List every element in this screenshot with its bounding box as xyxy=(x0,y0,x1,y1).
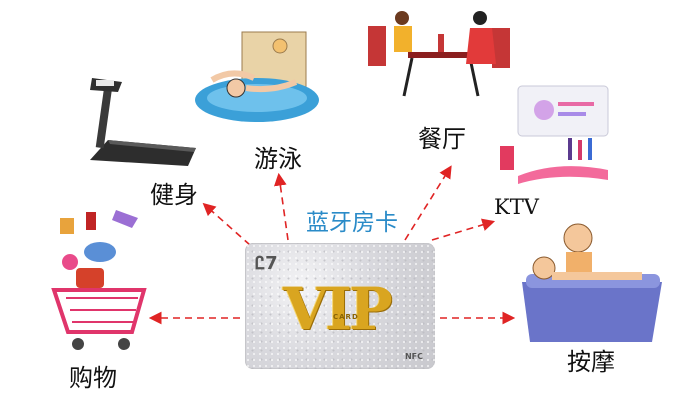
massage-illustration xyxy=(522,223,662,342)
card-vip-text: VIP xyxy=(283,275,393,343)
arrow-to-ktv xyxy=(431,218,496,241)
swimming-illustration xyxy=(195,31,319,122)
label-shopping: 购物 xyxy=(69,364,117,392)
label-massage: 按摩 xyxy=(567,348,615,376)
center-title: 蓝牙房卡 xyxy=(306,210,398,236)
label-swimming: 游泳 xyxy=(254,145,302,173)
card-logo-icon: Ꮭ7 xyxy=(255,253,278,274)
vip-card: Ꮭ7 VIP CARD NFC xyxy=(245,243,435,369)
dining-illustration xyxy=(368,11,510,97)
label-fitness: 健身 xyxy=(150,181,198,209)
card-texture xyxy=(245,243,435,369)
arrow-to-swimming xyxy=(273,172,289,241)
card-nfc-text: NFC xyxy=(404,352,423,361)
ktv-illustration xyxy=(500,85,609,184)
label-dining: 餐厅 xyxy=(418,125,466,153)
card-sub-text: CARD xyxy=(333,313,359,321)
arrow-to-fitness xyxy=(202,202,251,246)
label-ktv: KTV xyxy=(494,195,539,219)
arrow-to-dining xyxy=(404,165,452,241)
treadmill-illustration xyxy=(90,78,196,166)
shopping-illustration xyxy=(51,210,147,350)
